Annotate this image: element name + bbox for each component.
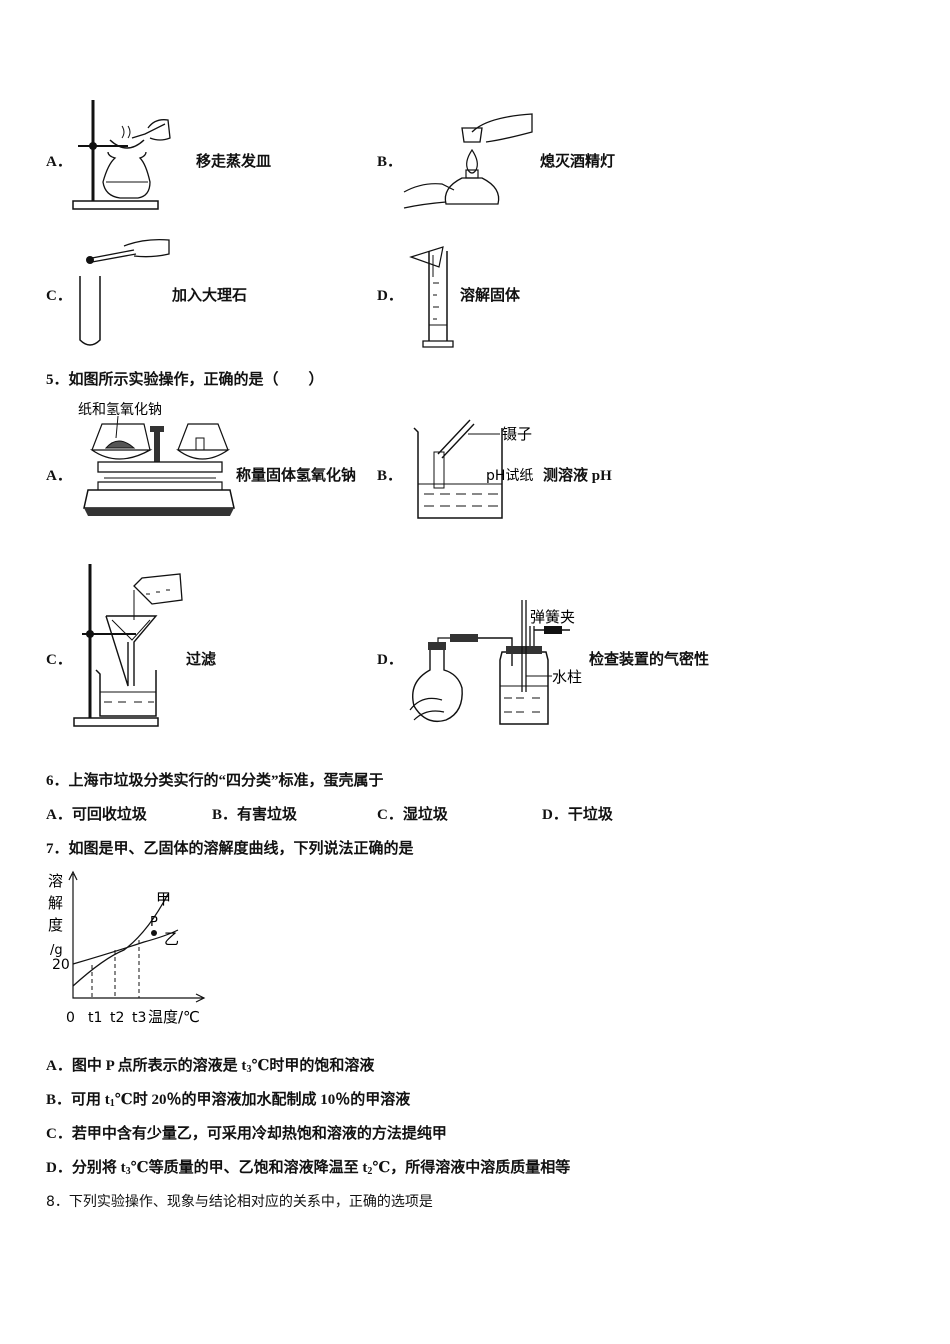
subscript: 3	[125, 1166, 131, 1177]
q7-option-a: A．图中 P 点所表示的溶液是 t3℃时甲的饱和溶液	[46, 1057, 374, 1079]
option-caption: 移走蒸发皿	[196, 154, 272, 170]
solubility-curve-graph: 溶 解 度 /g 20 P 甲 乙 0 t1 t2 t3 温度/℃	[48, 870, 206, 1026]
x-tick-label: t2	[110, 1010, 124, 1026]
spring-clip-label: 弹簧夹	[530, 608, 575, 626]
option-letter: D．	[377, 288, 403, 304]
ph-test-beaker-figure: 镊子 pH试纸	[413, 419, 533, 519]
tweezers-label: 镊子	[502, 425, 532, 443]
question-7-stem: 7．如图是甲、乙固体的溶解度曲线，下列说法正确的是	[46, 841, 414, 857]
option-letter: B．	[377, 468, 403, 484]
curve-yi-label: 乙	[164, 930, 179, 948]
test-tube-marble-figure	[79, 238, 170, 346]
subscript: 1	[109, 1098, 115, 1109]
evaporating-dish-figure	[72, 100, 171, 210]
alcohol-lamp-figure	[403, 113, 533, 209]
y-axis-label-char: /g	[50, 943, 63, 958]
y-axis-label-char: 溶	[48, 872, 63, 890]
q7-option-d: D．分别将 t3℃等质量的甲、乙饱和溶液降温至 t2℃，所得溶液中溶质质量相等	[46, 1159, 570, 1181]
option-caption: 称量固体氢氧化钠	[236, 468, 357, 484]
option-letter: A．	[46, 154, 72, 170]
filtration-figure	[73, 564, 183, 727]
option-letter: A．	[46, 1058, 72, 1074]
option-letter: C．	[46, 652, 72, 668]
y-axis-label-char: 度	[48, 916, 63, 934]
graduated-cylinder-figure	[409, 246, 454, 348]
axes	[72, 874, 204, 999]
balance-scale-figure: 纸和氢氧化钠	[78, 402, 235, 516]
y-tick-label: 20	[52, 957, 70, 973]
ph-paper-label: pH试纸	[486, 468, 533, 484]
subscript: 2	[367, 1166, 373, 1177]
option-text: 若甲中含有少量乙，可采用冷却热饱和溶液的方法提纯甲	[71, 1126, 447, 1142]
y-axis-label-char: 解	[48, 894, 63, 912]
option-caption: 测溶液 pH	[543, 468, 612, 484]
airtightness-check-figure: 弹簧夹 水柱	[409, 600, 582, 725]
option-caption: 过滤	[186, 652, 217, 668]
option-caption: 检查装置的气密性	[589, 652, 710, 668]
option-text: ℃，所得溶液中溶质质量相等	[372, 1160, 571, 1176]
curve-jia-label: 甲	[156, 890, 171, 908]
question-6-stem: 6．上海市垃圾分类实行的“四分类”标准，蛋壳属于	[46, 773, 384, 789]
q6-option-d: D．干垃圾	[542, 807, 613, 823]
option-caption: 加入大理石	[172, 288, 248, 304]
option-text: 图中 P 点所表示的溶液是 t	[71, 1058, 247, 1074]
dashed-guides	[91, 940, 140, 998]
q7-option-c: C．若甲中含有少量乙，可采用冷却热饱和溶液的方法提纯甲	[46, 1125, 447, 1143]
q6-option-a: A．可回收垃圾	[46, 807, 147, 823]
option-caption: 溶解固体	[460, 288, 521, 304]
option-text: ℃时甲的饱和溶液	[251, 1058, 375, 1074]
curve-yi	[72, 929, 179, 965]
subscript: 3	[246, 1064, 252, 1075]
x-axis-label: 温度/℃	[148, 1008, 200, 1026]
option-letter: D．	[46, 1160, 72, 1176]
option-text: ℃等质量的甲、乙饱和溶液降温至 t	[130, 1160, 368, 1176]
option-letter: A．	[46, 468, 72, 484]
point-p-label: P	[150, 915, 158, 930]
option-text: ℃时 20％的甲溶液加水配制成 10％的甲溶液	[114, 1092, 411, 1108]
figure-label: 纸和氢氧化钠	[78, 402, 162, 418]
option-letter: D．	[377, 652, 403, 668]
curve-jia	[72, 893, 169, 987]
option-letter: C．	[46, 288, 72, 304]
option-letter: B．	[377, 154, 403, 170]
option-caption: 熄灭酒精灯	[540, 154, 616, 170]
q7-option-b: B．可用 t1℃时 20％的甲溶液加水配制成 10％的甲溶液	[46, 1091, 410, 1113]
option-letter: B．	[46, 1092, 72, 1108]
x-tick-label: t1	[88, 1010, 102, 1026]
question-8-stem: 8．下列实验操作、现象与结论相对应的关系中，正确的选项是	[46, 1194, 433, 1210]
option-text: 分别将 t	[71, 1160, 126, 1176]
option-letter: C．	[46, 1126, 72, 1142]
q6-option-c: C．湿垃圾	[377, 807, 448, 823]
question-5-stem: 5．如图所示实验操作，正确的是（ ）	[46, 372, 324, 388]
water-column-label: 水柱	[552, 668, 582, 686]
x-tick-label: t3	[132, 1010, 146, 1026]
point-p	[151, 930, 157, 936]
x-tick-label: 0	[66, 1010, 75, 1026]
option-text: 可用 t	[71, 1092, 110, 1108]
q6-option-b: B．有害垃圾	[212, 807, 298, 823]
